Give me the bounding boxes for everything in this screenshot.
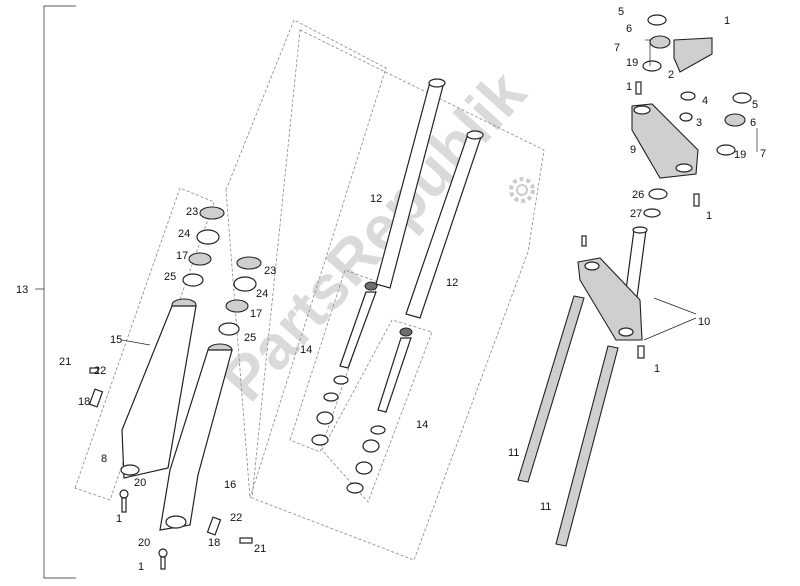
handlebar-clamps: [635, 14, 752, 207]
callout-21: 21: [59, 356, 71, 368]
callout-11: 11: [508, 447, 519, 459]
callout-16: 16: [224, 479, 236, 491]
callout-21: 21: [254, 543, 266, 555]
callout-6: 6: [626, 23, 632, 35]
lower-triple-clamp: [577, 226, 648, 359]
gear-icon: [509, 177, 535, 203]
callout-18: 18: [208, 537, 220, 549]
callout-24: 24: [178, 228, 190, 240]
callout-11: 11: [540, 501, 551, 513]
damper-cartridges: [311, 281, 413, 494]
callout-26: 26: [632, 189, 644, 201]
callout-12: 12: [370, 193, 382, 205]
callout-22: 22: [94, 365, 106, 377]
callout-6: 6: [750, 117, 756, 129]
callout-9: 9: [630, 144, 636, 156]
seals-left: [182, 206, 225, 287]
callout-15: 15: [110, 334, 122, 346]
callout-14: 14: [300, 344, 312, 356]
callout-19: 19: [626, 57, 638, 69]
callout-7: 7: [614, 42, 620, 54]
callout-12: 12: [446, 277, 458, 289]
fork-leg-right: [159, 343, 233, 531]
upper-triple-clamp: [631, 91, 699, 218]
callout-1: 1: [654, 363, 660, 375]
callout-17: 17: [176, 250, 188, 262]
callout-1: 1: [138, 561, 144, 573]
callout-14: 14: [416, 419, 428, 431]
dashed-outlines: [74, 19, 545, 561]
callout-23: 23: [186, 206, 198, 218]
callout-25: 25: [244, 332, 256, 344]
callout-17: 17: [250, 308, 262, 320]
callout-4: 4: [702, 95, 708, 107]
callout-20: 20: [138, 537, 150, 549]
leader-lines: [121, 39, 758, 346]
watermark-text: PartsRepublik: [209, 58, 540, 414]
callout-27: 27: [630, 208, 642, 220]
callout-1: 1: [116, 513, 122, 525]
callout-22: 22: [230, 512, 242, 524]
callout-7: 7: [760, 148, 766, 160]
callout-20: 20: [134, 477, 146, 489]
callout-1: 1: [626, 81, 632, 93]
callout-18: 18: [78, 396, 90, 408]
callout-25: 25: [164, 271, 176, 283]
callout-3: 3: [696, 117, 702, 129]
callout-1: 1: [706, 210, 712, 222]
inner-tubes: [375, 78, 484, 319]
hardware-left: [88, 367, 253, 570]
callout-8: 8: [101, 453, 107, 465]
callout-5: 5: [752, 99, 758, 111]
callout-2: 2: [668, 69, 674, 81]
callout-10: 10: [698, 316, 710, 328]
fork-springs: [517, 295, 619, 547]
callout-24: 24: [256, 288, 268, 300]
callout-19: 19: [734, 149, 746, 161]
callout-23: 23: [264, 265, 276, 277]
callout-labels: 13 23 24 17 25 15 21 22 18 8 20 1 16 22 …: [16, 6, 766, 573]
callout-13: 13: [16, 284, 28, 296]
seals-right: [218, 256, 262, 336]
fork-leg-left: [120, 298, 197, 479]
callout-5: 5: [618, 6, 624, 18]
assembly-bracket: [35, 5, 76, 579]
callout-1: 1: [724, 15, 730, 27]
